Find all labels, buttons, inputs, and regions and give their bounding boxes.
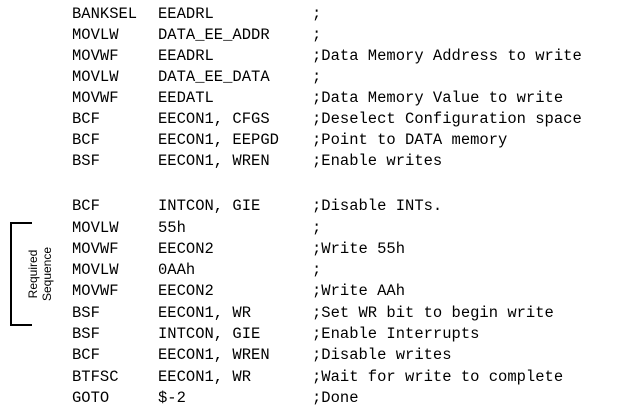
code-line: BTFSC EECON1, WR ;Wait for write to comple…: [0, 367, 628, 388]
opcode: MOVWF: [72, 240, 119, 258]
code-line: BCF INTCON, GIE ;Disable INTs.: [0, 196, 628, 217]
bracket-label-line: Sequence: [40, 246, 54, 302]
opcode: GOTO: [72, 389, 110, 407]
opcode: BSF: [72, 304, 100, 322]
code-line: MOVLW 0AAh;: [0, 260, 628, 281]
comment: ;Enable Interrupts: [312, 325, 480, 343]
operand: INTCON, GIE: [158, 197, 261, 215]
comment: ;Set WR bit to begin write: [312, 304, 554, 322]
required-sequence-label: Required Sequence: [26, 247, 54, 301]
code-line: MOVWF EEADRL ;Data Memory Address to write: [0, 46, 628, 67]
opcode: MOVWF: [72, 282, 119, 300]
opcode: BCF: [72, 131, 100, 149]
opcode: MOVWF: [72, 89, 119, 107]
comment: ;Wait for write to complete: [312, 368, 564, 386]
operand: $-2: [158, 389, 186, 407]
opcode: MOVLW: [72, 261, 119, 279]
comment: ;: [312, 219, 322, 237]
operand: EECON1, WREN: [158, 346, 270, 364]
comment: ;: [312, 26, 322, 44]
operand: EEDATL: [158, 89, 214, 107]
opcode: BCF: [72, 110, 100, 128]
operand: DATA_EE_DATA: [158, 68, 270, 86]
bracket-label-line: Required: [26, 249, 40, 299]
operand: INTCON, GIE: [158, 325, 261, 343]
comment: ;Disable INTs.: [312, 197, 443, 215]
comment: ;Data Memory Address to write: [312, 47, 582, 65]
comment: ;: [312, 5, 322, 23]
code-line: GOTO $-2 ;Done: [0, 388, 628, 409]
code-line: MOVLW 55h;: [0, 218, 628, 239]
opcode: MOVLW: [72, 26, 119, 44]
operand: EEADRL: [158, 5, 214, 23]
comment: ;Data Memory Value to write: [312, 89, 564, 107]
opcode: BCF: [72, 346, 100, 364]
code-line: BCF EECON1, CFGS ;Deselect Configuration s…: [0, 109, 628, 130]
opcode: MOVLW: [72, 68, 119, 86]
code-line: BSF EECON1, WR ;Set WR bit to begin write: [0, 303, 628, 324]
operand: EECON1, WREN: [158, 152, 270, 170]
operand: EECON1, EEPGD: [158, 131, 279, 149]
comment: ;Deselect Configuration space: [312, 110, 582, 128]
operand: 55h: [158, 219, 186, 237]
operand: 0AAh: [158, 261, 196, 279]
comment: ;: [312, 68, 322, 86]
code-line: MOVWF EEDATL ;Data Memory Value to write: [0, 88, 628, 109]
comment: ;Done: [312, 389, 359, 407]
code-line: BSF INTCON, GIE ;Enable Interrupts: [0, 324, 628, 345]
operand: EECON2: [158, 240, 214, 258]
operand: EECON1, WR: [158, 304, 252, 322]
code-line: MOVWF EECON2 ;Write AAh: [0, 281, 628, 302]
code-line: BSF EECON1, WREN ;Enable writes: [0, 151, 628, 172]
code-line: BCF EECON1, WREN ;Disable writes: [0, 345, 628, 366]
code-line: BCF EECON1, EEPGD ;Point to DATA memory: [0, 130, 628, 151]
opcode: BTFSC: [72, 368, 119, 386]
operand: EECON2: [158, 282, 214, 300]
opcode: BSF: [72, 152, 100, 170]
comment: ;Enable writes: [312, 152, 443, 170]
code-line: BANKSEL EEADRL;: [0, 4, 628, 25]
operand: EECON1, CFGS: [158, 110, 270, 128]
required-sequence-bracket: [10, 222, 32, 326]
opcode: MOVLW: [72, 219, 119, 237]
opcode: BSF: [72, 325, 100, 343]
comment: ;Write 55h: [312, 240, 406, 258]
opcode: BCF: [72, 197, 100, 215]
comment: ;: [312, 261, 322, 279]
opcode: BANKSEL: [72, 5, 138, 23]
comment: ;Write AAh: [312, 282, 406, 300]
code-line: MOVLW DATA_EE_DATA;: [0, 67, 628, 88]
operand: EEADRL: [158, 47, 214, 65]
operand: DATA_EE_ADDR: [158, 26, 270, 44]
comment: ;Disable writes: [312, 346, 452, 364]
opcode: MOVWF: [72, 47, 119, 65]
comment: ;Point to DATA memory: [312, 131, 508, 149]
operand: EECON1, WR: [158, 368, 252, 386]
code-line: MOVLW DATA_EE_ADDR;: [0, 25, 628, 46]
code-line: MOVWF EECON2 ;Write 55h: [0, 239, 628, 260]
